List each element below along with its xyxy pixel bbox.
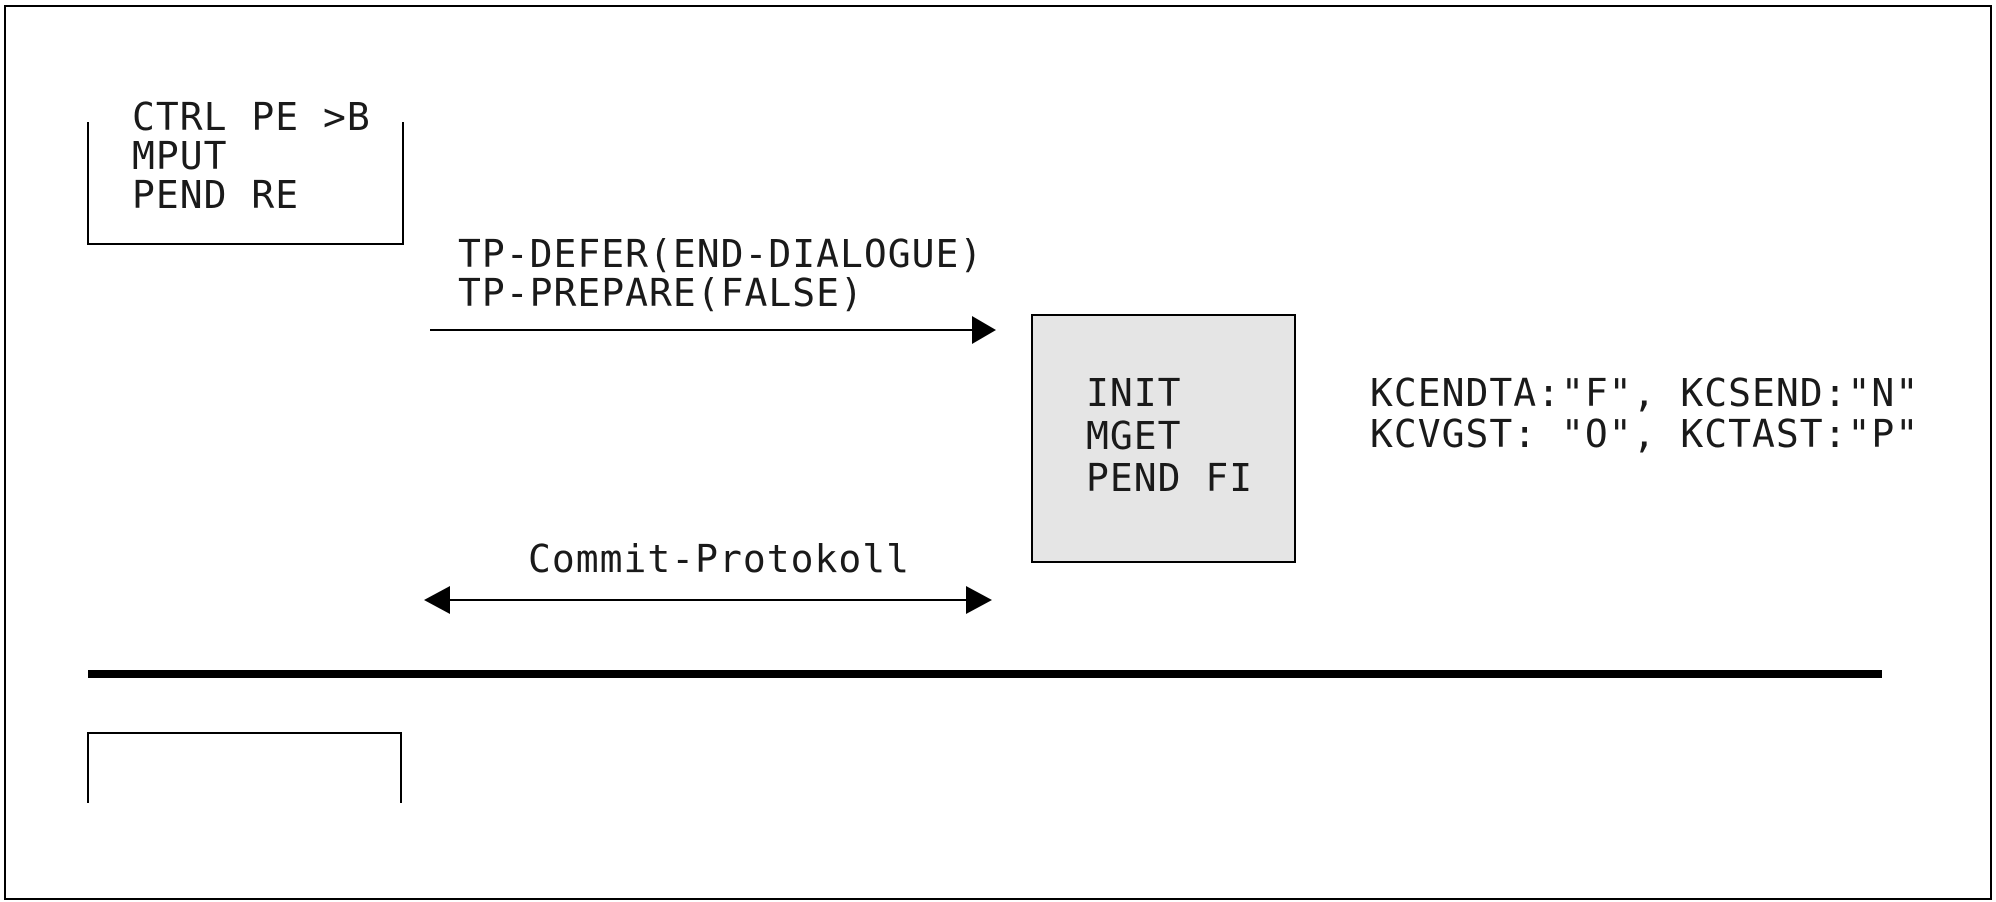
status-line-1: KCENDTA:"F", KCSEND:"N" xyxy=(1370,371,1919,415)
center-box-line-3: PEND FI xyxy=(1086,456,1253,500)
center-box-line-1: INIT xyxy=(1086,371,1182,415)
commit-arrow-head-left xyxy=(424,586,450,614)
request-label-line-1: TP-DEFER(END-DIALOGUE) xyxy=(458,232,983,276)
next-process-box xyxy=(87,732,402,803)
commit-protocol-label: Commit-Protokoll xyxy=(528,537,910,581)
left-box-line-3: PEND RE xyxy=(132,173,299,217)
request-label-line-2: TP-PREPARE(FALSE) xyxy=(458,271,864,315)
left-box-line-2: MPUT xyxy=(132,134,228,178)
request-arrow-head xyxy=(972,316,996,344)
center-box-line-2: MGET xyxy=(1086,414,1182,458)
left-box-line-1: CTRL PE >B xyxy=(132,95,371,139)
commit-arrow-head-right xyxy=(966,586,992,614)
outer-frame xyxy=(4,5,1992,900)
status-line-2: KCVGST: "O", KCTAST:"P" xyxy=(1370,412,1919,456)
left-process-box xyxy=(87,122,404,245)
transaction-boundary-line xyxy=(88,670,1882,678)
center-process-box xyxy=(1031,314,1296,563)
